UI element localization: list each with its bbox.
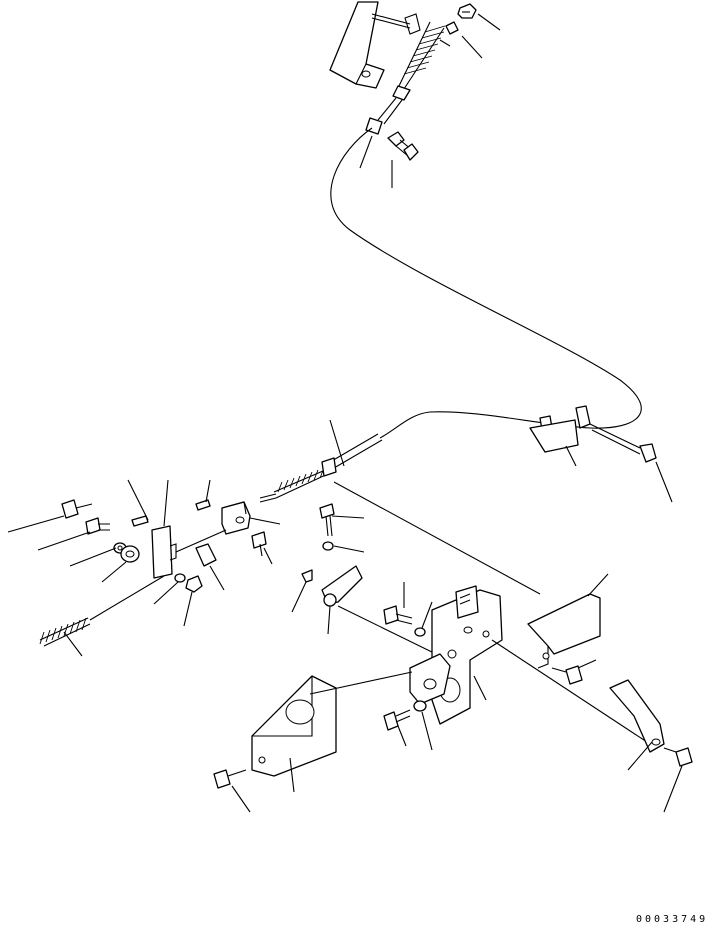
leader-line bbox=[209, 565, 225, 591]
leader-line bbox=[183, 591, 193, 627]
leader-line bbox=[63, 631, 83, 657]
leader-line bbox=[263, 547, 273, 565]
control-cable bbox=[330, 127, 642, 439]
drawing-code: 00033749 bbox=[636, 914, 709, 925]
cotter-pin-center bbox=[301, 569, 313, 583]
snap-ring-center bbox=[322, 541, 334, 551]
cable-clamp-right bbox=[529, 405, 591, 453]
plate-to-lever-line bbox=[491, 639, 651, 745]
leader-line bbox=[101, 561, 127, 583]
leader-line bbox=[127, 479, 149, 521]
leader-line bbox=[249, 517, 281, 525]
spring-link-line bbox=[89, 575, 165, 621]
leader-line bbox=[477, 13, 501, 31]
right-lower-lever bbox=[609, 679, 665, 753]
leader-line bbox=[69, 547, 117, 567]
lever-link-line bbox=[175, 529, 227, 553]
right-upper-bracket bbox=[527, 593, 601, 669]
leader-line bbox=[627, 741, 653, 771]
leader-line bbox=[663, 765, 683, 813]
leader-line bbox=[655, 461, 673, 503]
plate-washer bbox=[414, 627, 426, 637]
leader-line bbox=[231, 785, 251, 813]
lower-cover-bolt bbox=[213, 769, 247, 789]
leader-lines bbox=[7, 13, 683, 813]
leader-line bbox=[163, 479, 169, 527]
leader-line bbox=[205, 479, 211, 503]
cover-link-line bbox=[309, 671, 413, 695]
lower-bolt-center bbox=[383, 709, 411, 731]
leader-line bbox=[587, 573, 609, 597]
upper-cable-end-threaded bbox=[365, 21, 446, 135]
leader-line bbox=[461, 35, 483, 59]
plate-block bbox=[409, 653, 451, 705]
leader-line bbox=[37, 531, 91, 551]
leader-line bbox=[289, 757, 295, 793]
leader-line bbox=[329, 419, 345, 467]
upper-clamp-bolt bbox=[387, 131, 419, 161]
small-washer-left bbox=[174, 573, 186, 583]
bolt-large-left bbox=[61, 499, 93, 519]
leader-line bbox=[359, 135, 373, 169]
joint-block bbox=[221, 501, 251, 535]
lever-plate bbox=[151, 525, 177, 579]
leader-line bbox=[473, 675, 487, 701]
spacer-left bbox=[120, 545, 140, 563]
bolt-medium-left bbox=[85, 517, 110, 535]
pin-bolt-left bbox=[195, 543, 217, 567]
lower-cable-end-threaded bbox=[259, 457, 337, 503]
leader-line bbox=[327, 605, 331, 635]
control-cable-sheath bbox=[329, 433, 383, 469]
yoke-bracket bbox=[321, 565, 363, 607]
leader-line bbox=[565, 445, 577, 467]
clamp-bolt-right bbox=[589, 423, 657, 463]
upper-washer-pin bbox=[439, 21, 459, 47]
lower-washer-center bbox=[413, 700, 427, 712]
leader-line bbox=[291, 581, 307, 613]
right-bolt-lower bbox=[663, 747, 693, 767]
center-bolt bbox=[319, 503, 335, 537]
bolt-under-block bbox=[251, 531, 267, 557]
leader-line bbox=[421, 601, 433, 629]
plate-bolt bbox=[383, 605, 413, 625]
lower-cover-bracket bbox=[251, 675, 337, 777]
linkage-pins bbox=[131, 499, 211, 527]
upper-pedal-bracket bbox=[329, 1, 421, 89]
upper-nut bbox=[457, 3, 477, 19]
main-mounting-plate bbox=[431, 585, 503, 725]
right-bolt-upper bbox=[551, 665, 583, 685]
leader-line bbox=[397, 725, 407, 747]
leader-line bbox=[333, 545, 365, 553]
leader-line bbox=[331, 515, 365, 519]
leader-line bbox=[577, 659, 597, 669]
leader-line bbox=[153, 581, 179, 605]
leader-line bbox=[7, 515, 65, 533]
yoke-to-plate-line bbox=[337, 605, 441, 657]
cable-to-plate-line bbox=[333, 481, 541, 595]
return-spring bbox=[39, 617, 91, 647]
castle-nut-left bbox=[185, 575, 203, 593]
leader-line bbox=[421, 711, 433, 751]
